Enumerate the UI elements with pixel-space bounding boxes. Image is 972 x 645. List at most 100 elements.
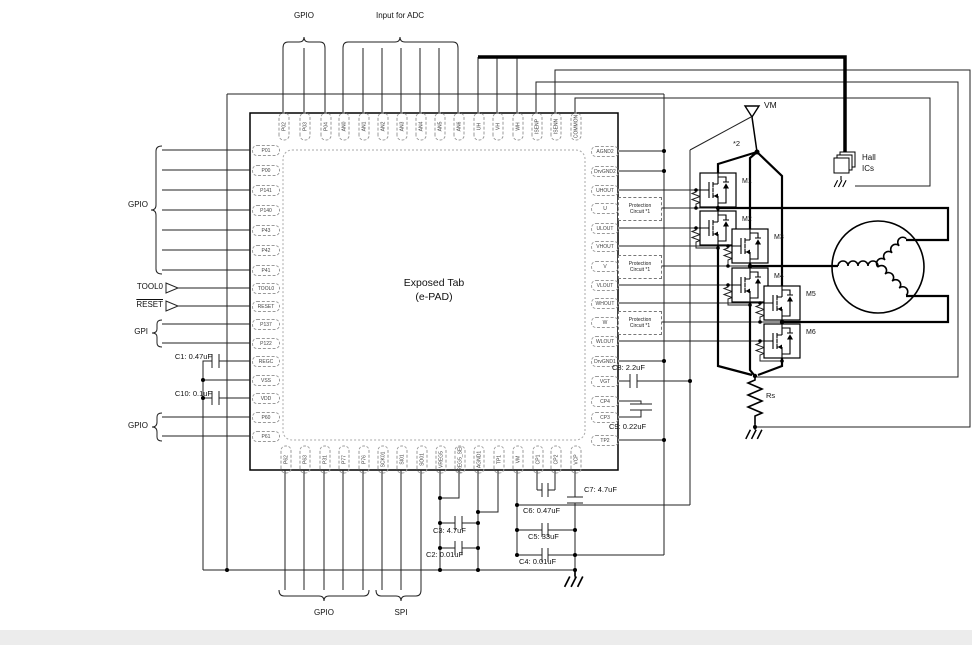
label-left-gpio-upper: GPIO: [127, 200, 148, 209]
protection-circuit-v: Protection Circuit *1: [618, 255, 662, 279]
wires-bottom: [278, 470, 664, 602]
wires-left: [150, 94, 575, 571]
signal-arrows: [165, 282, 180, 312]
pin-cp1: CP1: [532, 445, 544, 473]
cap-c5: [517, 523, 575, 537]
protection-text: Protection: [628, 202, 652, 209]
pin-tool0: TOOL0: [252, 283, 280, 294]
cap-c1: [202, 354, 250, 570]
motor: [831, 220, 925, 314]
pin-cp3: CP3: [591, 412, 619, 423]
pin-p140: P140: [252, 205, 280, 216]
label-hall-line2: ICs: [862, 164, 874, 173]
label-c2: C2: 0.01uF: [426, 550, 464, 559]
pin-isenn: ISENN: [550, 112, 562, 140]
label-c8: C8: 2.2uF: [612, 363, 645, 372]
brace-left-gpi: [151, 319, 163, 348]
wires-top: [227, 36, 971, 428]
label-left-gpio-lower: GPIO: [127, 421, 148, 430]
pin-vh: VH: [492, 112, 504, 140]
label-vm: VM: [764, 100, 777, 110]
pin-vss: VSS: [252, 375, 280, 386]
pin-an4: AN4: [415, 112, 427, 140]
label-bottom-spi: SPI: [394, 608, 408, 617]
pin-isenp: ISENP: [531, 112, 543, 140]
pin-vcp: VCP: [570, 445, 582, 473]
pin-p02: P02: [278, 112, 290, 140]
pin-p61: P61: [252, 431, 280, 442]
label-c4: C4: 0.01uF: [519, 557, 557, 566]
pin-p03: P03: [299, 112, 311, 140]
mosfet-m3: [731, 228, 769, 264]
phase-u-wire: [718, 206, 950, 242]
mosfet-m1: [699, 172, 737, 208]
pin-p141: P141: [252, 185, 280, 196]
bottom-bar: [0, 630, 972, 645]
pin-vm: VM: [512, 445, 524, 473]
protection-text: Circuit *1: [629, 209, 651, 215]
cap-c3: [440, 516, 478, 530]
pin-p137: P137: [252, 319, 280, 330]
pin-so01: SO01: [416, 445, 428, 473]
brace-top-gpio: [282, 36, 326, 49]
pin-drvgnd1: DrvGND1: [591, 356, 619, 367]
pin-an1: AN1: [358, 112, 370, 140]
pin-drvgnd2: DrvGND2: [591, 166, 619, 177]
label-c7: C7: 4.7uF: [584, 485, 617, 494]
label-c1: C1: 0.47uF: [174, 352, 212, 361]
pin-reset: RESET: [252, 301, 280, 312]
mosfet-m2: [699, 210, 737, 246]
pin-p00: P00: [252, 165, 280, 176]
pin-p31: P31: [319, 445, 331, 473]
pin-agnd2: AGND2: [591, 146, 619, 157]
label-hall-line1: Hall: [862, 153, 876, 162]
junction-dots: [201, 149, 785, 572]
epad-region: [282, 149, 586, 441]
protection-text: Circuit *1: [629, 267, 651, 273]
pin-common: COMMON: [570, 112, 582, 140]
label-top-adc: Input for ADC: [375, 11, 425, 20]
exposed-tab-line2: (e-PAD): [415, 291, 453, 304]
pin-p60: P60: [252, 412, 280, 423]
protection-circuit-w: Protection Circuit *1: [618, 311, 662, 335]
label-c6: C6: 0.47uF: [523, 506, 561, 515]
pin-p41: P41: [252, 265, 280, 276]
pin-si01: SI01: [396, 445, 408, 473]
brace-left-gpio: [150, 145, 163, 275]
label-left-gpi: GPI: [134, 327, 148, 336]
label-m1: M1: [742, 178, 752, 185]
pin-vgt: VGT: [591, 376, 619, 387]
pin-an0: AN0: [338, 112, 350, 140]
pin-wh: WH: [512, 112, 524, 140]
label-c10: C10: 0.1uF: [174, 389, 212, 398]
label-bottom-gpio: GPIO: [313, 608, 334, 617]
ground-symbol-hall: [833, 175, 847, 188]
wires-right: [517, 94, 782, 555]
pin-w: W: [591, 317, 619, 328]
pin-p42: P42: [252, 245, 280, 256]
phase-w-wire: [782, 294, 950, 324]
pin-an3: AN3: [396, 112, 408, 140]
pin-regc: REGC: [252, 356, 280, 367]
cap-c6: [537, 483, 555, 497]
protection-text: Protection: [628, 260, 652, 267]
label-tool0: TOOL0: [136, 282, 163, 291]
label-reset: RESET: [136, 300, 163, 309]
pin-wlout: WLOUT: [591, 336, 619, 347]
pin-vlout: VLOUT: [591, 280, 619, 291]
pin-v: V: [591, 261, 619, 272]
label-top-gpio: GPIO: [293, 11, 314, 20]
pin-p43: P43: [252, 225, 280, 236]
label-m5: M5: [806, 291, 816, 298]
exposed-tab-line1: Exposed Tab: [403, 277, 465, 289]
pin-an2: AN2: [377, 112, 389, 140]
pin-p01: P01: [252, 145, 280, 156]
cap-c7: [567, 496, 583, 504]
pin-vhout: VHOUT: [591, 241, 619, 252]
label-m3: M3: [774, 234, 784, 241]
label-m6: M6: [806, 329, 816, 336]
pin-p76: P76: [358, 445, 370, 473]
vm-rail: [517, 150, 691, 506]
pin-vreg5-sel: VREG5_SEL: [454, 445, 466, 473]
